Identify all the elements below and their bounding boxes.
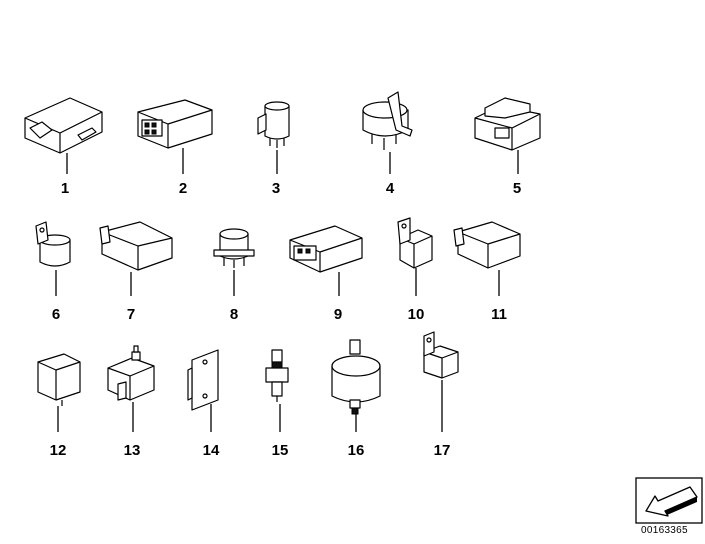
reference-number: 00163365 <box>641 525 688 536</box>
callout-8: 8 <box>230 306 238 323</box>
callout-9: 9 <box>334 306 342 323</box>
callout-16: 16 <box>348 442 365 459</box>
part-1[interactable]: 1 <box>24 97 103 197</box>
part-11[interactable]: 11 <box>453 221 521 323</box>
part-15[interactable]: 15 <box>265 349 289 459</box>
part-7[interactable]: 7 <box>99 221 173 323</box>
callout-7: 7 <box>127 306 135 323</box>
callout-11: 11 <box>491 306 507 323</box>
part-5[interactable]: 5 <box>474 97 541 197</box>
part-8[interactable]: 8 <box>213 228 255 323</box>
callout-14: 14 <box>203 442 220 459</box>
callout-6: 6 <box>52 306 60 323</box>
part-12[interactable]: 12 <box>37 353 81 459</box>
callout-17: 17 <box>434 442 451 459</box>
part-6[interactable]: 6 <box>35 221 71 323</box>
part-10[interactable]: 10 <box>397 217 433 323</box>
part-16[interactable]: 16 <box>331 339 381 459</box>
part-14[interactable]: 14 <box>187 349 220 459</box>
callout-10: 10 <box>408 306 425 323</box>
part-13[interactable]: 13 <box>107 345 155 459</box>
callout-1: 1 <box>61 180 69 197</box>
callout-5: 5 <box>513 180 521 197</box>
part-17[interactable]: 17 <box>423 331 459 459</box>
callout-3: 3 <box>272 180 280 197</box>
part-3[interactable]: 3 <box>257 101 290 197</box>
part-4[interactable]: 4 <box>362 91 413 197</box>
callout-13: 13 <box>124 442 141 459</box>
part-9[interactable]: 9 <box>289 225 363 323</box>
arrow-down-left-icon[interactable] <box>635 477 703 524</box>
callout-2: 2 <box>179 180 187 197</box>
callout-12: 12 <box>50 442 67 459</box>
callout-4: 4 <box>386 180 395 197</box>
part-2[interactable]: 2 <box>137 99 213 197</box>
callout-15: 15 <box>272 442 289 459</box>
